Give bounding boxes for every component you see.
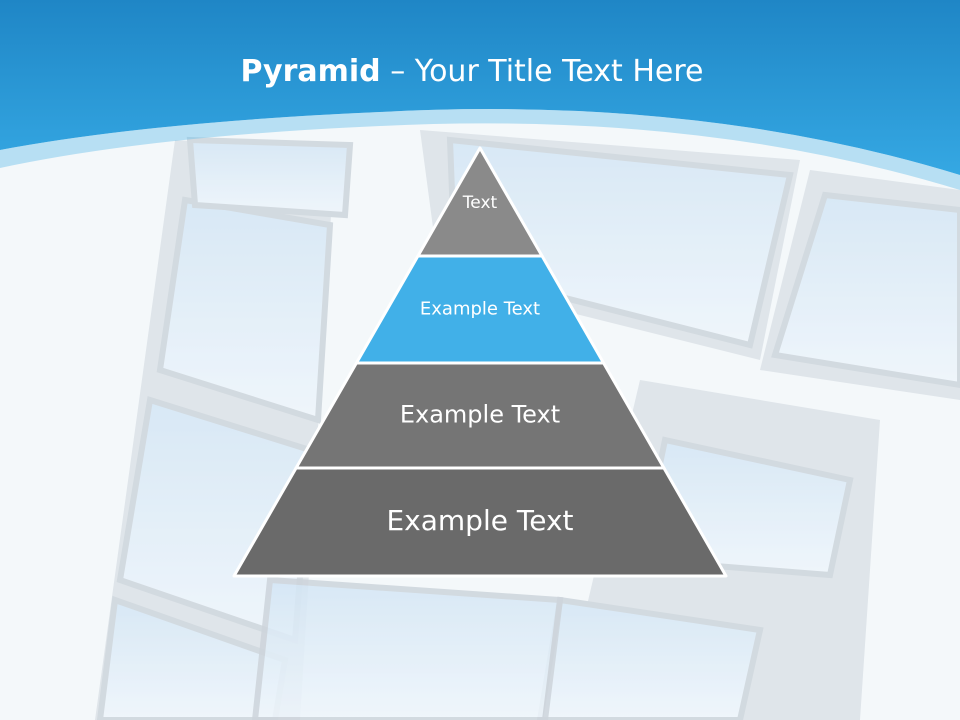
pyramid-tier-label-1: Text [462,193,498,213]
pyramid-tier-label-4: Example Text [386,504,573,537]
pyramid-tier-label-3: Example Text [400,401,560,429]
pyramid-tier-4 [232,466,728,578]
header-band [0,0,960,175]
title-rest: – Your Title Text Here [380,54,704,89]
pyramid-tier-label-2: Example Text [420,299,540,320]
slide-title: Pyramid – Your Title Text Here [0,52,944,92]
monitor-row-bottom [251,576,564,720]
title-bold: Pyramid [240,54,381,89]
monitor-right [760,170,960,400]
